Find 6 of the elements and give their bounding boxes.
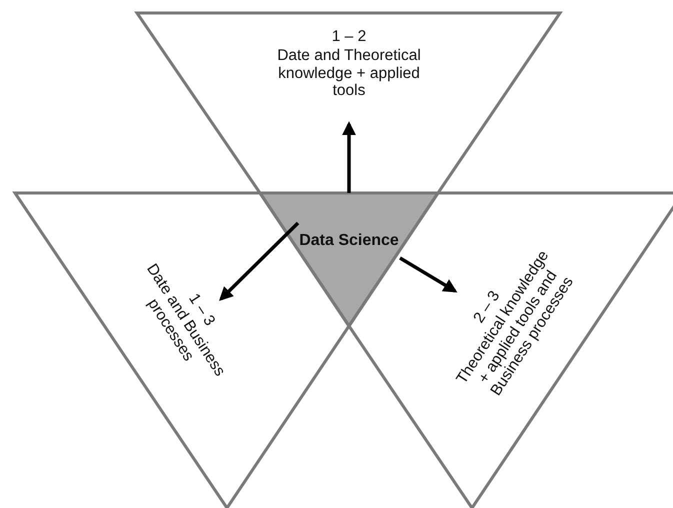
arrow [219,222,300,301]
arrow [399,256,458,292]
overlap-description: Date and Theoretical knowledge + applied tools [276,46,422,100]
center-label: Data Science [299,232,399,250]
pair-number: 1 – 2 [332,28,366,46]
arrow [342,121,356,193]
